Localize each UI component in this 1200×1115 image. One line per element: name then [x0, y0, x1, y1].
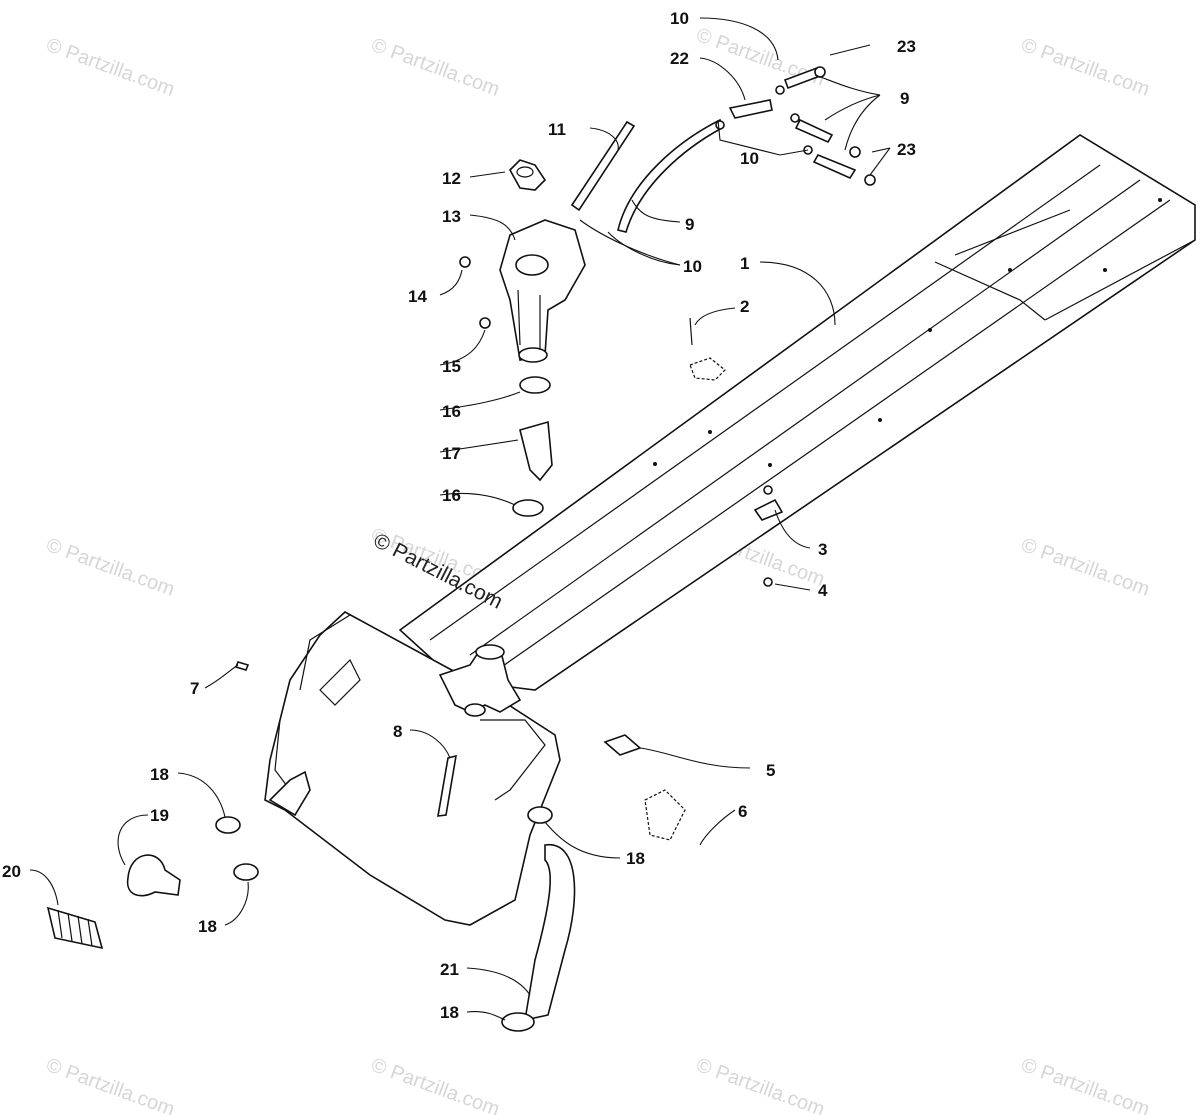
hose-clamp-left [215, 816, 241, 834]
outlet-spout [268, 770, 311, 817]
lower-hose-clamp [512, 499, 544, 517]
callout-18-bottom-left: 18 [198, 917, 217, 936]
callout-18-right: 18 [626, 849, 645, 868]
coolant-hose [519, 420, 553, 482]
callout-10-lower: 10 [683, 257, 702, 276]
watermark-text: © Partzilla.com [1018, 34, 1152, 101]
callout-18-left: 18 [150, 765, 169, 784]
upper-hose-clamp [519, 376, 551, 394]
callout-16-upper: 16 [442, 402, 461, 421]
callout-19: 19 [150, 806, 169, 825]
callout-22: 22 [670, 49, 689, 68]
watermark-text: © Partzilla.com [1018, 1054, 1152, 1115]
callout-3: 3 [818, 540, 827, 559]
callout-8: 8 [393, 722, 402, 741]
bracket-link [437, 754, 457, 817]
callout-4: 4 [818, 581, 828, 600]
callout-11: 11 [548, 120, 566, 139]
reservoir-cap [509, 159, 547, 191]
watermark-text: © Partzilla.com [43, 1054, 177, 1115]
watermark-text: © Partzilla.com [368, 34, 502, 101]
rivet-seven [234, 661, 250, 671]
watermark-text: © Partzilla.com [43, 34, 177, 101]
callout-23-lower: 23 [897, 140, 916, 159]
leader-lines [29, 17, 891, 1021]
callout-20: 20 [2, 862, 21, 881]
callout-7: 7 [190, 679, 199, 698]
watermark-text: © Partzilla.com [693, 1054, 827, 1115]
outlet-fitting [438, 644, 522, 717]
rear-plate [603, 734, 686, 841]
corrugated-sleeve [46, 906, 104, 950]
vent-tube [570, 120, 636, 212]
callout-15: 15 [442, 357, 461, 376]
callout-9-hose: 9 [685, 215, 694, 234]
hose-clamp-right [527, 806, 553, 824]
watermark-text: © Partzilla.com [43, 534, 177, 601]
callout-23-top: 23 [897, 37, 916, 56]
callout-18-bottom: 18 [440, 1003, 459, 1022]
callout-13: 13 [442, 207, 461, 226]
callout-9-top: 9 [900, 89, 909, 108]
callout-2: 2 [740, 297, 749, 316]
watermark-text: © Partzilla.com [1018, 534, 1152, 601]
vent-hose [617, 118, 723, 233]
callout-10-top: 10 [670, 9, 689, 28]
watermark-text: © Partzilla.com [368, 1054, 502, 1115]
callout-5: 5 [766, 761, 775, 780]
callout-6: 6 [738, 802, 747, 821]
callout-1: 1 [740, 254, 749, 273]
reservoir-fasteners [459, 256, 491, 329]
hose-clamp-lower [233, 863, 259, 881]
elbow-hose [126, 854, 181, 897]
front-heat-exchanger [264, 611, 561, 926]
callout-21: 21 [440, 960, 459, 979]
callout-14: 14 [408, 287, 427, 306]
coolant-reservoir-bottle [499, 219, 586, 363]
tee-fitting-assembly [715, 66, 876, 186]
callout-10-mid: 10 [740, 149, 759, 168]
mount-bracket [753, 485, 784, 587]
callout-labels: 10 22 23 9 10 23 11 12 9 13 10 14 1 2 15… [2, 9, 916, 1022]
callout-12: 12 [442, 169, 461, 188]
callout-17: 17 [442, 444, 461, 463]
callout-16-lower: 16 [442, 486, 461, 505]
rivet-patch [689, 317, 726, 381]
tunnel-cooler-part [398, 134, 1196, 691]
return-hose [501, 844, 576, 1032]
